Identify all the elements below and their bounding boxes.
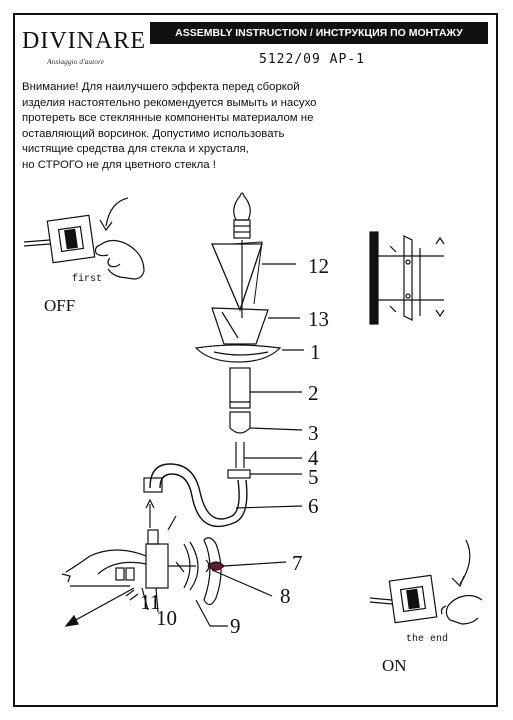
- switch-end-state: ON: [382, 656, 407, 675]
- hand-icon: [94, 239, 145, 280]
- header-title: ASSEMBLY INSTRUCTION / ИНСТРУКЦИЯ ПО МОН…: [150, 22, 488, 44]
- part-number-1: 1: [310, 340, 321, 364]
- part-number-4: 4: [308, 446, 319, 470]
- part-number-13: 13: [308, 307, 329, 331]
- hand-icon: [440, 594, 483, 625]
- brand-logo: DIVINARE: [22, 28, 146, 54]
- page-frame: [13, 13, 498, 707]
- warning-line: но СТРОГО не для цветного стекла !: [22, 158, 216, 171]
- switch-icon: [23, 214, 96, 264]
- part-number-7: 7: [292, 551, 303, 575]
- switch-first-state: OFF: [44, 296, 76, 315]
- warning-line: Внимание! Для наилучшего эффекта перед с…: [22, 81, 300, 93]
- warning-text: Внимание! Для наилучшего эффекта перед с…: [22, 80, 362, 173]
- warning-line: чистящие средства для стекла и хрусталя,: [22, 143, 249, 155]
- switch-end-caption: the end: [406, 634, 449, 645]
- wall-bracket-icon: [369, 231, 445, 325]
- warning-line: протереть все стеклянные компоненты мате…: [22, 112, 314, 124]
- switch-first-caption: first: [72, 274, 103, 285]
- warning-line: изделия настоятельно рекомендуется вымыт…: [22, 96, 317, 109]
- curved-arrow-icon: [99, 197, 129, 232]
- part-number-2: 2: [308, 381, 319, 405]
- part-number-6: 6: [308, 494, 319, 518]
- screw-icon: [125, 515, 177, 601]
- curved-arrow-icon: [451, 539, 471, 588]
- part-number-3: 3: [308, 421, 319, 445]
- part-number-11: 11: [140, 590, 161, 614]
- part-number-10: 10: [156, 606, 177, 630]
- brand-tagline: Ansiaggio d'autore: [47, 57, 104, 66]
- part-number-9: 9: [230, 614, 241, 638]
- bulb-icon: [233, 192, 251, 239]
- warning-line: оставляющий ворсинок. Допустимо использо…: [22, 127, 285, 140]
- part-number-8: 8: [280, 584, 291, 608]
- model-number: 5122/09 AP-1: [259, 52, 365, 67]
- part-number-12: 12: [308, 254, 329, 278]
- part-number-5: 5: [308, 465, 319, 489]
- switch-icon: [369, 574, 438, 624]
